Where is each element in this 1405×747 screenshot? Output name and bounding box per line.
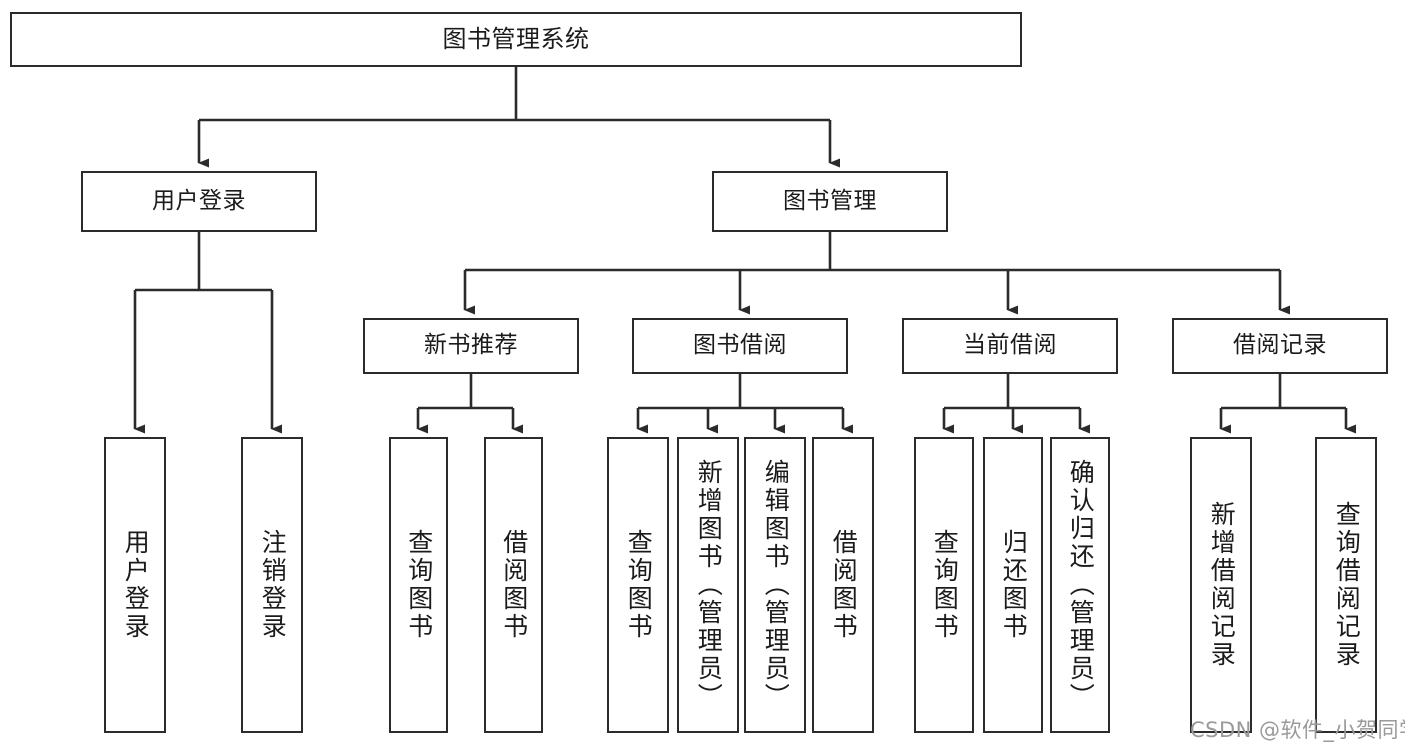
node-leaf-5-label: 新增图书（管理员） bbox=[694, 459, 724, 711]
node-leaf-2[interactable]: 查询图书 bbox=[389, 437, 448, 733]
node-leaf-7-label: 借阅图书 bbox=[829, 529, 859, 641]
node-book-management[interactable]: 图书管理 bbox=[712, 171, 948, 232]
node-leaf-1-label: 注销登录 bbox=[258, 529, 288, 641]
node-leaf-5[interactable]: 新增图书（管理员） bbox=[677, 437, 739, 733]
node-leaf-7[interactable]: 借阅图书 bbox=[812, 437, 874, 733]
node-current-borrow-label: 当前借阅 bbox=[963, 332, 1057, 359]
node-leaf-9[interactable]: 归还图书 bbox=[983, 437, 1043, 733]
node-leaf-11[interactable]: 新增借阅记录 bbox=[1190, 437, 1252, 733]
node-leaf-0[interactable]: 用户登录 bbox=[104, 437, 166, 733]
node-root[interactable]: 图书管理系统 bbox=[10, 12, 1022, 67]
node-book-borrow[interactable]: 图书借阅 bbox=[632, 318, 848, 374]
node-user-login-label: 用户登录 bbox=[152, 187, 246, 214]
node-borrow-record-label: 借阅记录 bbox=[1233, 332, 1327, 359]
node-leaf-2-label: 查询图书 bbox=[404, 529, 434, 641]
node-leaf-4-label: 查询图书 bbox=[624, 529, 654, 641]
node-leaf-9-label: 归还图书 bbox=[999, 529, 1029, 641]
node-leaf-6-label: 编辑图书（管理员） bbox=[761, 459, 791, 711]
node-leaf-6[interactable]: 编辑图书（管理员） bbox=[744, 437, 806, 733]
node-book-borrow-label: 图书借阅 bbox=[693, 332, 787, 359]
csdn-watermark: CSDN @软件_小贺同学 bbox=[1190, 718, 1405, 742]
node-leaf-12[interactable]: 查询借阅记录 bbox=[1315, 437, 1377, 733]
node-user-login[interactable]: 用户登录 bbox=[81, 171, 317, 232]
node-leaf-4[interactable]: 查询图书 bbox=[607, 437, 669, 733]
node-leaf-8[interactable]: 查询图书 bbox=[914, 437, 974, 733]
node-leaf-1[interactable]: 注销登录 bbox=[241, 437, 303, 733]
node-leaf-0-label: 用户登录 bbox=[121, 529, 151, 641]
node-leaf-10[interactable]: 确认归还（管理员） bbox=[1050, 437, 1110, 733]
node-borrow-record[interactable]: 借阅记录 bbox=[1172, 318, 1388, 374]
node-book-management-label: 图书管理 bbox=[783, 187, 877, 214]
node-leaf-12-label: 查询借阅记录 bbox=[1332, 501, 1362, 669]
node-new-book-recommend-label: 新书推荐 bbox=[424, 332, 518, 359]
node-current-borrow[interactable]: 当前借阅 bbox=[902, 318, 1118, 374]
node-leaf-10-label: 确认归还（管理员） bbox=[1066, 459, 1096, 711]
node-leaf-8-label: 查询图书 bbox=[930, 529, 960, 641]
node-new-book-recommend[interactable]: 新书推荐 bbox=[363, 318, 579, 374]
node-leaf-3[interactable]: 借阅图书 bbox=[484, 437, 543, 733]
node-leaf-3-label: 借阅图书 bbox=[499, 529, 529, 641]
node-leaf-11-label: 新增借阅记录 bbox=[1207, 501, 1237, 669]
node-root-label: 图书管理系统 bbox=[442, 25, 590, 54]
